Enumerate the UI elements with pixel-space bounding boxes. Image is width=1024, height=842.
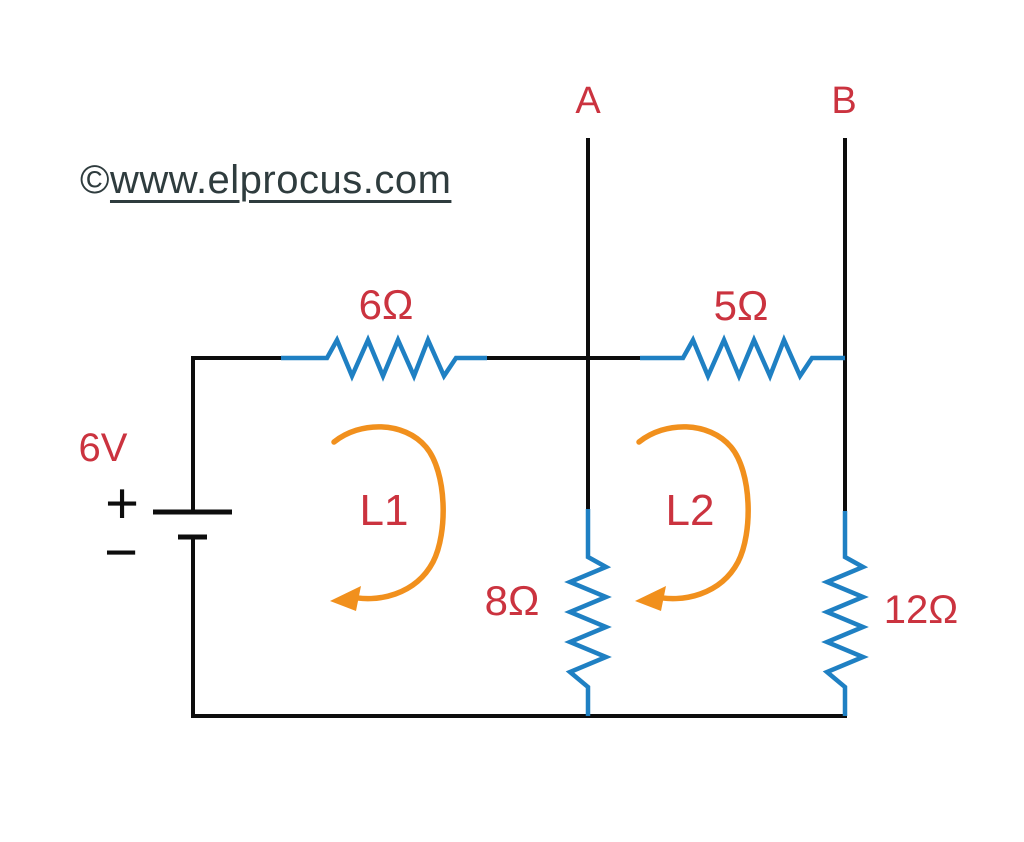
loop-arrowhead-l2 — [635, 586, 666, 611]
loop-arc-l2 — [636, 424, 751, 602]
resistor-label-12ohm: 12Ω — [883, 588, 959, 632]
resistor-label-8ohm: 8Ω — [484, 577, 540, 624]
watermark: ©www.elprocus.com — [80, 158, 451, 203]
watermark-site-text: www.elprocus.com — [109, 158, 452, 202]
resistor-5ohm-symbol — [640, 334, 845, 382]
resistor-8ohm-symbol — [564, 509, 612, 716]
node-label-b: B — [831, 80, 857, 122]
loop-arc-l1 — [331, 424, 446, 602]
node-label-a: A — [575, 80, 601, 122]
loop-arrows — [330, 424, 751, 611]
watermark-copyright-symbol: © — [80, 158, 110, 202]
resistor-12ohm-symbol — [821, 511, 869, 716]
battery-voltage-label: 6V — [78, 426, 128, 470]
loop-arrowhead-l1 — [330, 586, 361, 611]
plus-sign: + — [105, 471, 139, 536]
resistors — [281, 334, 869, 716]
resistor-label-6ohm: 6Ω — [358, 281, 414, 328]
resistor-label-5ohm: 5Ω — [713, 282, 769, 329]
loop-label-l2: L2 — [665, 486, 715, 535]
loop-label-l1: L1 — [359, 486, 409, 535]
wires — [191, 138, 847, 718]
loop-arrow-l1 — [330, 424, 446, 611]
battery-symbol — [153, 509, 232, 540]
minus-sign: − — [104, 520, 138, 585]
loop-arrow-l2 — [635, 424, 751, 611]
resistor-6ohm-symbol — [281, 334, 487, 382]
